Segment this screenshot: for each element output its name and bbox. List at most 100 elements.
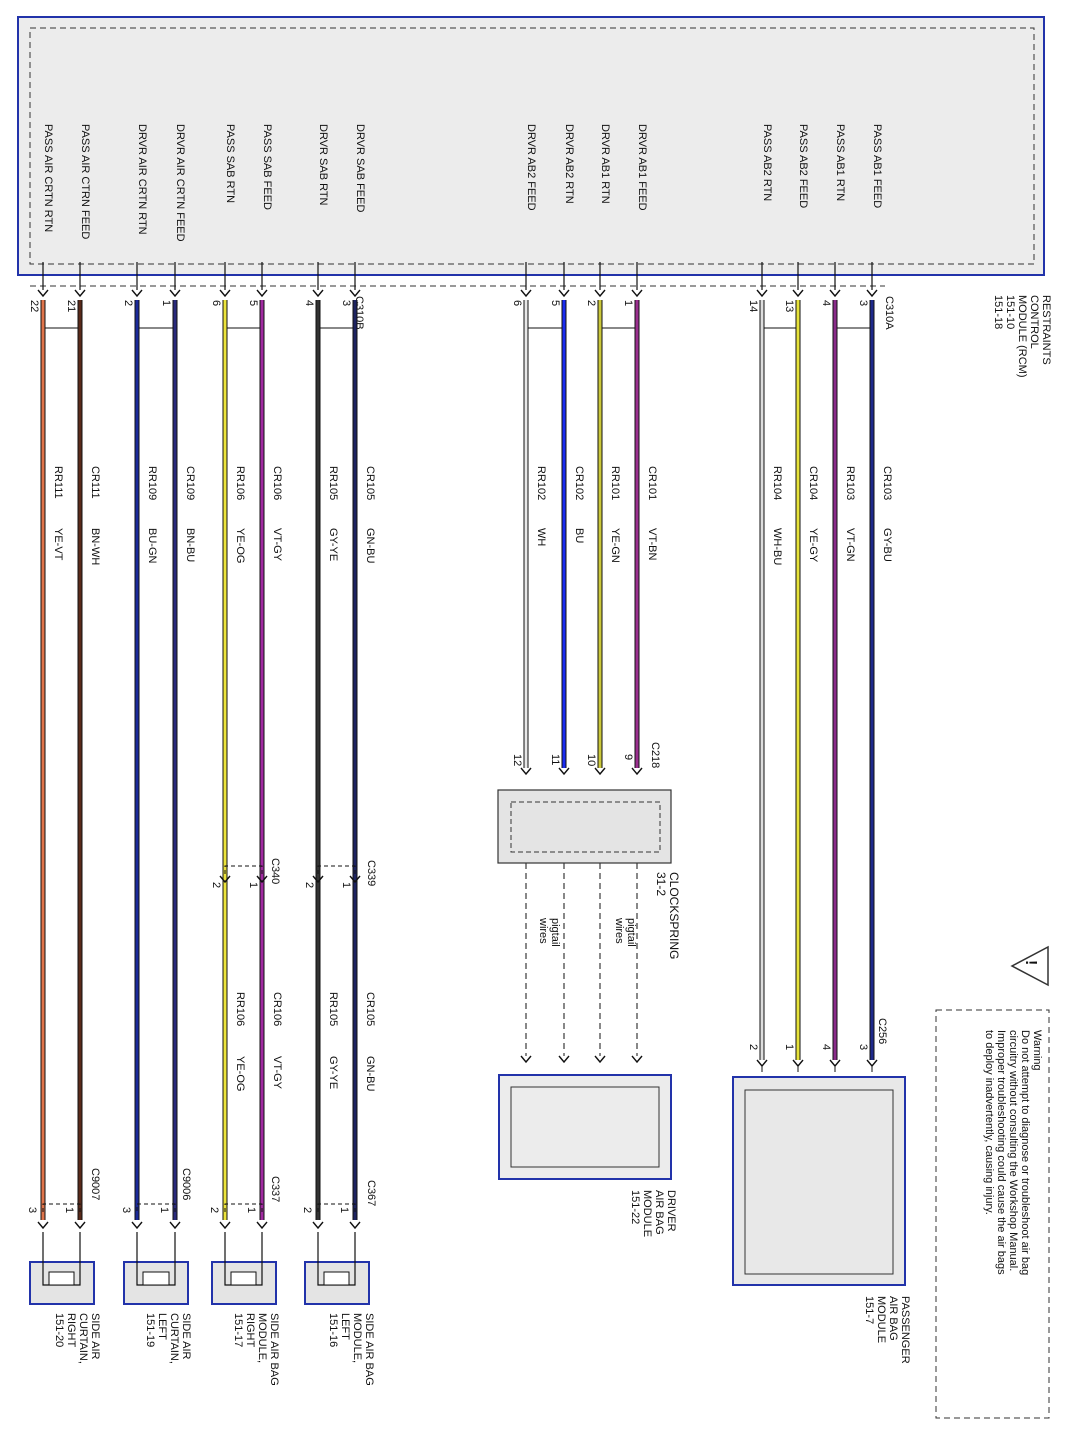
twisted-pair-bracket: [317, 305, 356, 329]
warning-text: Warning Do not attempt to diagnose or tr…: [983, 1030, 1043, 1278]
pin-arrow: [520, 289, 532, 298]
inline-connector: [224, 865, 263, 874]
rcm-module-frame: [17, 16, 1045, 276]
circuit-label: RR101: [609, 466, 621, 500]
pin-number: 4: [820, 300, 832, 306]
circuit-label: CR101: [646, 466, 658, 500]
pin-arrow: [349, 289, 361, 298]
circuit-label: CR111: [89, 466, 101, 499]
twisted-pair-bracket: [525, 305, 565, 329]
color-code-label: GY-YE: [327, 1056, 339, 1089]
twisted-pair-bracket: [136, 305, 176, 329]
pin-arrow: [520, 1055, 532, 1064]
pin-number: 1: [622, 300, 634, 306]
pin-arrow: [131, 289, 143, 298]
pin-arrow: [312, 289, 324, 298]
rcm-pin-label: PASS AB1 RTN: [834, 124, 846, 201]
pin-arrow: [756, 1059, 768, 1068]
connector-c310a: C310A: [883, 296, 895, 330]
color-code-label: YE-OG: [234, 528, 246, 563]
twisted-pair-bracket: [834, 305, 873, 329]
connector-c339: C339: [365, 860, 377, 886]
pin-number: 22: [28, 300, 40, 312]
rcm-pin-label: PASS AB1 FEED: [871, 124, 883, 208]
pigtail-label-driver-2: pigtailwires: [537, 917, 561, 947]
circuit-label: CR105: [364, 466, 376, 500]
c367-pin-number: 2: [301, 1207, 313, 1213]
color-code-label: VT-GN: [844, 528, 856, 562]
inline-connector: [136, 1203, 176, 1212]
circuit-label: CR103: [881, 466, 893, 500]
inline-connector: [224, 1203, 263, 1212]
pin-arrow: [256, 289, 268, 298]
c9006-pin-number: 3: [120, 1207, 132, 1213]
c340-pin-number: 1: [247, 882, 259, 888]
color-code-label: VT-GY: [271, 1056, 283, 1090]
color-code-label: VT-BN: [646, 528, 658, 560]
pin-arrow: [829, 1059, 841, 1068]
twisted-pair-bracket: [599, 305, 638, 329]
pin-number: 3: [340, 300, 352, 306]
pin-arrow: [866, 289, 878, 298]
color-code-label: BN-WH: [89, 528, 101, 565]
color-code-label: BU-GN: [146, 528, 158, 564]
pin-arrow: [74, 1221, 86, 1230]
color-code-label: YE-GY: [807, 528, 819, 563]
pin-arrow: [631, 767, 643, 776]
color-code-label: VT-GY: [271, 528, 283, 562]
warning-triangle-icon: !: [1010, 945, 1049, 987]
circuit-label: CR106: [271, 466, 283, 500]
color-code-label: BN-BU: [184, 528, 196, 562]
c367-pin-number: 1: [338, 1207, 350, 1213]
circuit-label: CR105: [364, 992, 376, 1026]
connector-c340: C340: [269, 858, 281, 884]
squib-resistor: [230, 1271, 257, 1286]
rcm-pin-label: DRVR SAB FEED: [354, 124, 366, 212]
side-curtain-right-title: SIDE AIR CURTAIN, RIGHT 151-20: [53, 1313, 101, 1367]
rcm-pin-label: DRVR AB2 FEED: [525, 124, 537, 211]
pin-arrow: [631, 289, 643, 298]
color-code-label: WH: [535, 528, 547, 546]
circuit-label: CR109: [184, 466, 196, 500]
c256-pin-number: 2: [747, 1044, 759, 1050]
pin-arrow: [594, 767, 606, 776]
circuit-label: RR109: [146, 466, 158, 500]
circuit-label: RR104: [771, 466, 783, 500]
pin-arrow: [256, 875, 268, 884]
circuit-label: RR105: [327, 992, 339, 1026]
rcm-pin-label: DRVR AB1 FEED: [636, 124, 648, 211]
side-airbag-left-title: SIDE AIR BAG MODULE, LEFT 151-16: [327, 1313, 375, 1389]
pin-arrow: [792, 289, 804, 298]
rcm-pin-label: PASS AIR CRTN RTN: [42, 124, 54, 232]
pin-arrow: [219, 289, 231, 298]
pin-number: 4: [303, 300, 315, 306]
circuit-label: CR106: [271, 992, 283, 1026]
pin-arrow: [558, 767, 570, 776]
pin-number: 13: [783, 300, 795, 312]
connector-c367: C367: [365, 1180, 377, 1206]
squib-resistor: [142, 1271, 170, 1286]
inline-connector: [317, 1203, 356, 1212]
pin-number: 1: [160, 300, 172, 306]
svg-text:!: !: [1022, 960, 1039, 965]
c339-pin-number: 2: [303, 882, 315, 888]
c256-pin-number: 4: [820, 1044, 832, 1050]
pin-number: 21: [65, 300, 77, 312]
circuit-label: RR106: [234, 466, 246, 500]
rcm-pin-label: DRVR SAB RTN: [317, 124, 329, 206]
circuit-label: RR105: [327, 466, 339, 500]
clockspring-title: CLOCKSPRING 31-2: [654, 872, 681, 963]
c218-pin-number: 11: [549, 754, 561, 765]
rcm-pin-label: DRVR AIR CRTN FEED: [174, 124, 186, 242]
c256-pin-number: 3: [857, 1044, 869, 1050]
pin-arrow: [520, 767, 532, 776]
pin-arrow: [37, 289, 49, 298]
passenger-airbag-title: PASSENGER AIR BAG MODULE 151-7: [863, 1296, 911, 1367]
circuit-label: CR102: [573, 466, 585, 500]
pin-number: 2: [122, 300, 134, 306]
pin-arrow: [74, 289, 86, 298]
pin-arrow: [312, 1221, 324, 1230]
rcm-inner-dashed: [29, 27, 1035, 265]
c218-pin-number: 9: [622, 754, 634, 760]
side-curtain-left-title: SIDE AIR CURTAIN, LEFT 151-19: [144, 1313, 192, 1367]
